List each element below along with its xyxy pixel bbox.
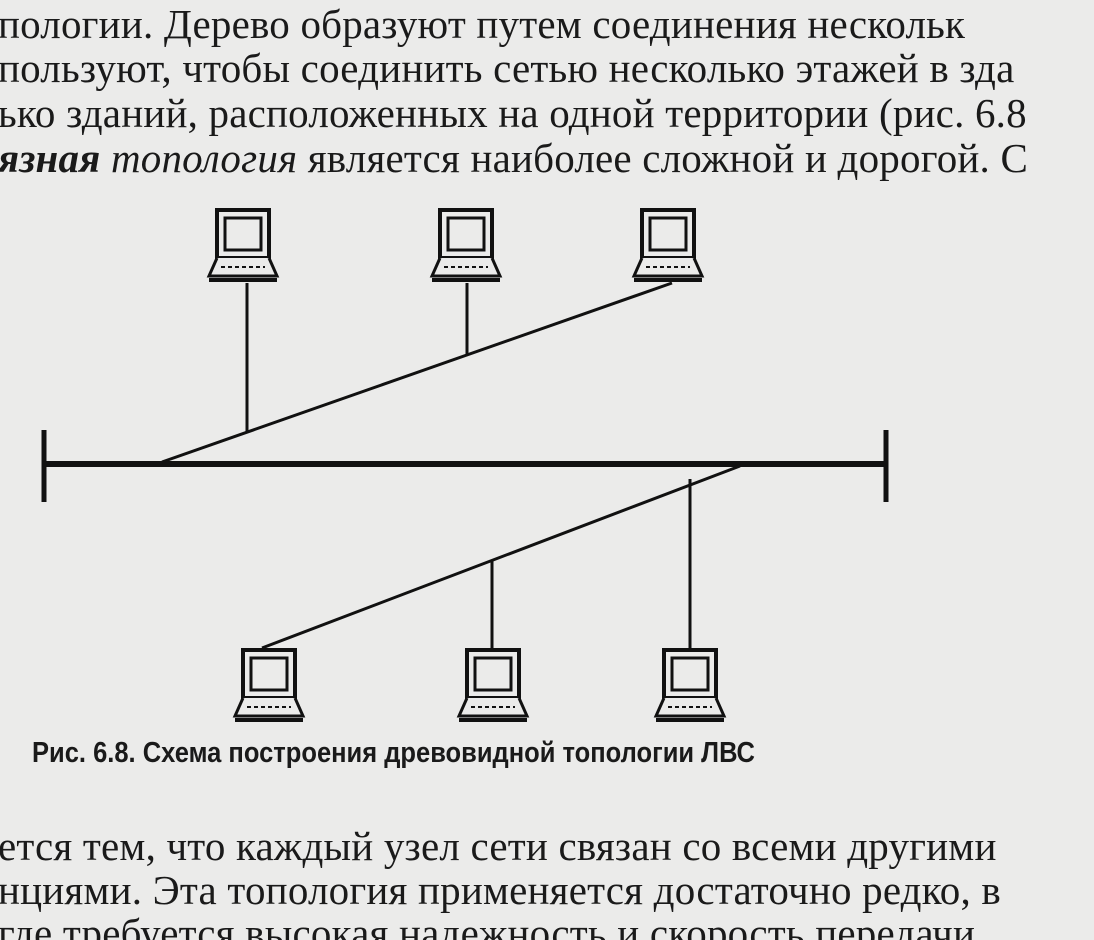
text-line-7: где требуется высокая надежность и скоро… bbox=[0, 910, 976, 940]
italic-term: топология bbox=[110, 135, 298, 181]
text-line-2: пользуют, чтобы соединить сетью нескольк… bbox=[0, 45, 1015, 91]
text-line-3: ько зданий, расположенных на одной терри… bbox=[0, 90, 1027, 136]
computer-icon bbox=[233, 648, 305, 722]
lower-branch-cable bbox=[261, 464, 741, 650]
text-line-4: язная топология является наиболее сложно… bbox=[0, 134, 1028, 182]
computer-icon bbox=[207, 208, 279, 282]
upper-branch-cable bbox=[161, 281, 673, 464]
text-line-5: ется тем, что каждый узел сети связан со… bbox=[0, 823, 997, 869]
computer-icon bbox=[430, 208, 502, 282]
text-line-4-rest: является наиболее сложной и дорогой. С bbox=[297, 135, 1028, 181]
computer-icon bbox=[654, 648, 726, 722]
computer-icon bbox=[457, 648, 529, 722]
bold-italic-term: язная bbox=[0, 135, 101, 181]
computer-icon bbox=[632, 208, 704, 282]
figure-caption: Рис. 6.8. Схема построения древовидной т… bbox=[32, 737, 755, 769]
text-line-1: пологии. Дерево образуют путем соединени… bbox=[0, 1, 966, 47]
text-line-6: нциями. Эта топология применяется достат… bbox=[0, 867, 1001, 913]
